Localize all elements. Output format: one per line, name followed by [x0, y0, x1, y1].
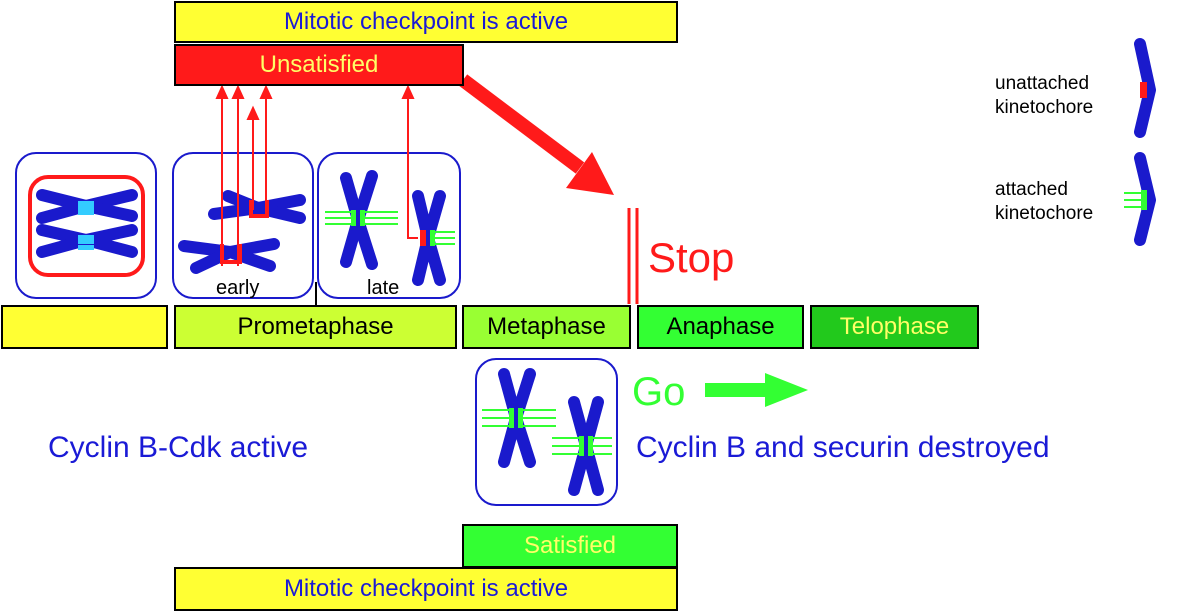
- cyclin-destroyed-text: Cyclin B and securin destroyed: [636, 431, 1050, 464]
- phase-telophase: Telophase: [810, 305, 979, 349]
- bottom-checkpoint-box: Mitotic checkpoint is active: [174, 567, 678, 611]
- top-checkpoint-box: Mitotic checkpoint is active: [174, 1, 678, 43]
- legend-unattached-text: unattached kinetochore: [995, 72, 1093, 120]
- satisfied-box: Satisfied: [462, 524, 678, 568]
- unsatisfied-box: Unsatisfied: [174, 44, 464, 86]
- phase-prophase: [1, 305, 168, 349]
- legend-unattached-line2: kinetochore: [995, 97, 1094, 118]
- unsatisfied-label: Unsatisfied: [259, 51, 379, 78]
- signal-arrows: [215, 84, 418, 266]
- cyclin-active-text: Cyclin B-Cdk active: [48, 431, 309, 464]
- stop-label: Stop: [648, 234, 735, 281]
- legend-attached-text: attached kinetochore: [995, 178, 1093, 226]
- legend-attached-line2: kinetochore: [995, 203, 1094, 224]
- cell-early-prometaphase: [172, 152, 314, 299]
- early-label: early: [216, 277, 260, 299]
- phase-telophase-label: Telophase: [839, 313, 950, 340]
- go-arrow: [705, 373, 808, 407]
- satisfied-label: Satisfied: [523, 532, 617, 559]
- legend-unattached-line1: unattached: [995, 73, 1090, 94]
- phase-metaphase-label: Metaphase: [487, 313, 606, 340]
- phase-anaphase-label: Anaphase: [666, 313, 775, 340]
- cell-late-prometaphase: [317, 152, 461, 299]
- stop-barrier: [627, 208, 639, 304]
- bottom-checkpoint-label: Mitotic checkpoint is active: [283, 575, 569, 602]
- go-label: Go: [632, 370, 686, 414]
- phase-prometaphase: Prometaphase: [174, 305, 457, 349]
- phase-prometaphase-label: Prometaphase: [237, 313, 394, 340]
- legend-unattached-chromosome: [1134, 38, 1156, 138]
- phase-anaphase: Anaphase: [637, 305, 804, 349]
- unsatisfied-to-stop-arrow: [458, 74, 614, 195]
- cell-prophase: [15, 152, 157, 299]
- legend-attached-line1: attached: [995, 179, 1068, 200]
- cell-metaphase: [475, 358, 618, 506]
- phase-metaphase: Metaphase: [462, 305, 631, 349]
- legend-attached-chromosome: [1124, 152, 1156, 246]
- top-checkpoint-label: Mitotic checkpoint is active: [283, 8, 569, 35]
- late-label: late: [367, 277, 400, 299]
